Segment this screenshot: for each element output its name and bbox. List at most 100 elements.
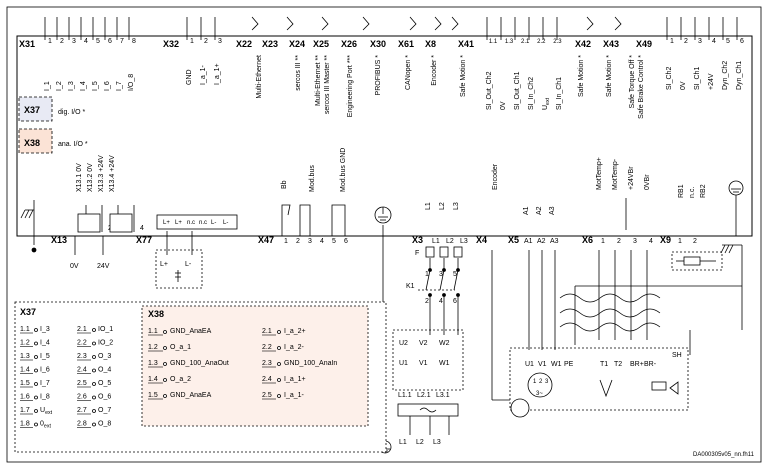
x41-pin: 1.3 bbox=[505, 39, 514, 45]
x4-encoder-label: Encoder bbox=[492, 163, 499, 190]
break-mark bbox=[434, 16, 442, 31]
x3-pin: L3 bbox=[460, 238, 468, 245]
connector-x30-desc: PROFIBUS * bbox=[375, 55, 382, 96]
x37-pin-left: 1.8 bbox=[20, 421, 30, 428]
reactor-tilde bbox=[419, 407, 437, 413]
x41-pin: 1.1 bbox=[489, 39, 498, 45]
connector-x3-label: X3 bbox=[412, 235, 423, 245]
x77-cap-box bbox=[155, 249, 203, 289]
motor-temp: T2 bbox=[614, 361, 622, 368]
x9-signal: RB2 bbox=[700, 184, 707, 198]
x13-bridge-b bbox=[109, 213, 133, 233]
x38-sig-left: GND_100_AnaOut bbox=[170, 360, 229, 367]
x49-pin-3: 3 bbox=[698, 38, 702, 45]
x13-signal: X13.4 +24V bbox=[109, 155, 116, 192]
filter-label: U2 bbox=[399, 340, 408, 347]
x6-pin: 2 bbox=[617, 238, 621, 245]
x38-pin-left: 1.5 bbox=[148, 392, 158, 399]
motor-center: 2 bbox=[539, 379, 543, 385]
x31-signal: I/O_8 bbox=[128, 74, 135, 91]
terminal bbox=[277, 362, 281, 366]
connector-x24-desc: sercos III ** bbox=[295, 55, 302, 91]
x77-pin: L+ bbox=[163, 220, 170, 226]
x38-pin-right: 2.4 bbox=[262, 376, 272, 383]
connector-x22-label: X22 bbox=[236, 39, 252, 49]
terminal bbox=[163, 362, 167, 366]
filter-label: V2 bbox=[419, 340, 428, 347]
x13-signal: X13.2 0V bbox=[87, 163, 94, 192]
motor-terminal: PE bbox=[564, 361, 574, 368]
x49-signal: Dyn_Ch1 bbox=[736, 61, 743, 90]
x38-sig-right: I_a_2+ bbox=[284, 328, 306, 335]
x41-signal: 0V bbox=[500, 101, 507, 110]
connector-x5-label: X5 bbox=[508, 235, 519, 245]
filter-label: W2 bbox=[439, 340, 450, 347]
x77-pin: L- bbox=[223, 220, 228, 226]
x31-signal: I_6 bbox=[104, 81, 111, 91]
x13-out-24v: 24V bbox=[97, 263, 110, 270]
filter-box bbox=[392, 329, 464, 391]
x38-pin-right: 2.5 bbox=[262, 392, 272, 399]
x9-signal: RB1 bbox=[678, 184, 685, 198]
x38-sig-left: O_a_2 bbox=[170, 376, 191, 383]
terminal bbox=[34, 341, 38, 346]
x37-pin-right: 2.7 bbox=[77, 407, 87, 414]
x32-signal: GND bbox=[186, 69, 193, 85]
x3-top-label: L1 bbox=[425, 202, 432, 210]
x3-pin: L1 bbox=[432, 238, 440, 245]
connector-x47-label: X47 bbox=[258, 235, 274, 245]
x37-sig-right: IO_1 bbox=[98, 326, 113, 333]
x37-pin-right: 2.2 bbox=[77, 340, 87, 347]
x13-bridge-a bbox=[77, 213, 101, 233]
terminal bbox=[92, 341, 96, 346]
shield-coil bbox=[559, 293, 661, 303]
device-box bbox=[16, 35, 753, 237]
x37-pin-left: 1.6 bbox=[20, 394, 30, 401]
x49-pin-6: 6 bbox=[740, 38, 744, 45]
ground-right bbox=[728, 180, 744, 196]
motor-winding bbox=[527, 372, 553, 398]
x38-sig-right: I_a_2- bbox=[284, 344, 305, 351]
terminal bbox=[34, 409, 38, 413]
x47-pin-2: 2 bbox=[296, 238, 300, 245]
break-mark bbox=[451, 16, 459, 31]
terminal bbox=[163, 378, 167, 382]
x38-sig-left: GND_AnaEA bbox=[170, 328, 212, 335]
wire bbox=[425, 269, 431, 291]
x49-pin-2: 2 bbox=[684, 38, 688, 45]
break-mark bbox=[321, 16, 329, 31]
motor-terminal: V1 bbox=[538, 361, 547, 368]
connector-x24-label: X24 bbox=[289, 39, 305, 49]
filter-label: W1 bbox=[439, 360, 450, 367]
contactor-label: K1 bbox=[406, 283, 415, 290]
x37-sig-right: O_6 bbox=[98, 394, 111, 401]
x6-signal: MotTemp- bbox=[612, 158, 619, 190]
x47-gnd-link bbox=[331, 204, 346, 236]
terminal bbox=[92, 422, 96, 427]
x37-sig-left: I_3 bbox=[40, 326, 50, 333]
motor-terminal: W1 bbox=[551, 361, 562, 368]
x49-desc: Safe Torque Off * bbox=[629, 55, 636, 109]
break-mark bbox=[286, 16, 294, 31]
x47-pin-5: 5 bbox=[332, 238, 336, 245]
x38-table-box bbox=[141, 305, 369, 427]
motor-shield: SH bbox=[672, 352, 682, 359]
x38-option-box bbox=[18, 128, 53, 154]
x77-pin: n.c bbox=[187, 220, 195, 226]
x6-signal: 0VBr bbox=[644, 174, 651, 190]
x49-signal: 0V bbox=[680, 81, 687, 90]
x41-signal: SI_In_Ch1 bbox=[556, 77, 563, 110]
x32-pin-2: 2 bbox=[204, 38, 208, 45]
terminal bbox=[163, 346, 167, 350]
x37-option-label: dig. I/O * bbox=[58, 109, 86, 116]
terminal bbox=[163, 394, 167, 398]
reactor-label: L1.1 bbox=[398, 392, 412, 399]
x37-pin-right: 2.1 bbox=[77, 326, 87, 333]
x3-top-label: L3 bbox=[453, 202, 460, 210]
k1-pin: 4 bbox=[439, 298, 443, 305]
encoder-symbol bbox=[510, 398, 530, 418]
x77-block bbox=[156, 214, 238, 230]
x38-pin-right: 2.2 bbox=[262, 344, 272, 351]
connector-x31-label: X31 bbox=[19, 39, 35, 49]
